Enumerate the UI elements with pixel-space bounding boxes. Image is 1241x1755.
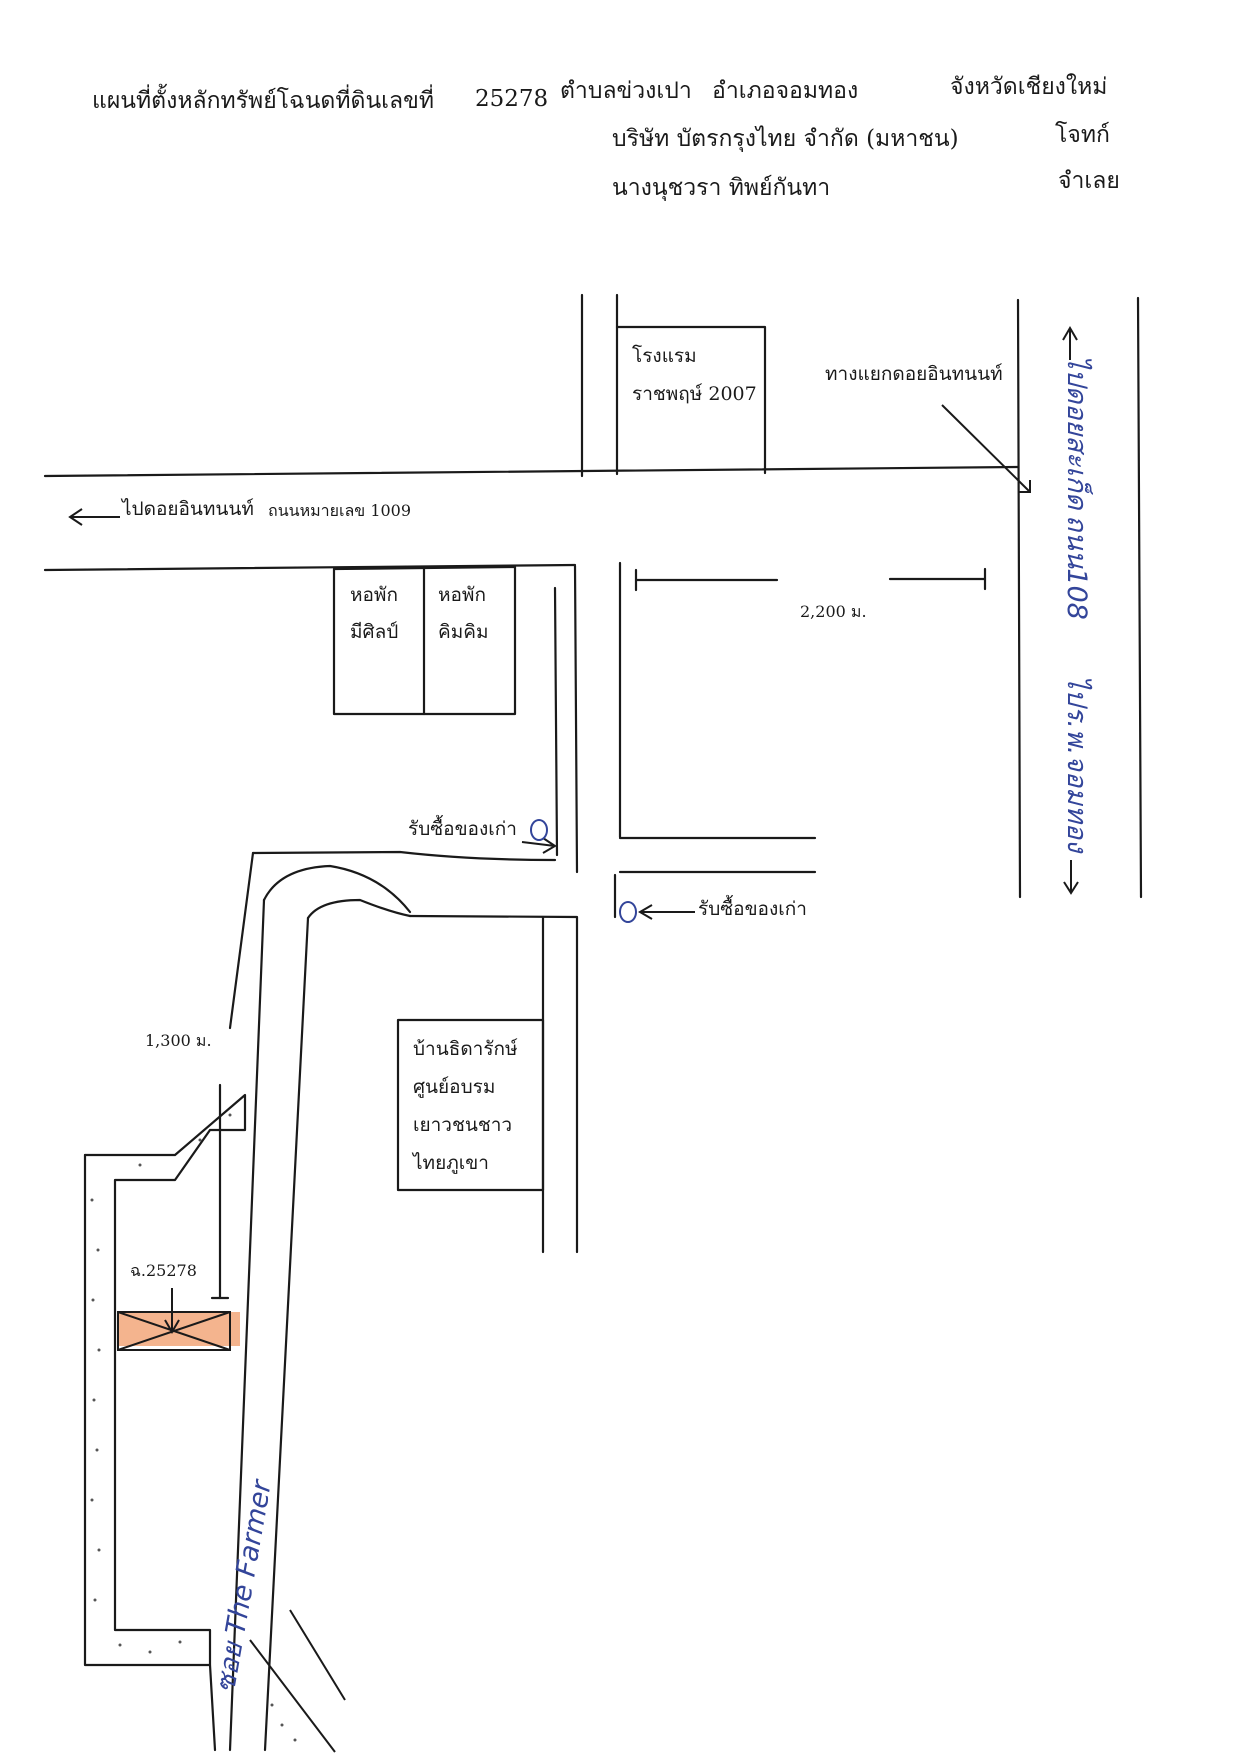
hw108-south-label: ไปร.พ.จอมทอง xyxy=(1061,675,1092,853)
foundation-label-4: ไทยภูเขา xyxy=(413,1152,489,1174)
arrows xyxy=(68,326,1079,1334)
foundation-label-2: ศูนย์อบรม xyxy=(413,1076,496,1098)
road-1009-south-edge xyxy=(43,563,577,572)
road-1009-label: ถนนหมายเลข 1009 xyxy=(268,501,412,520)
lane-curve-2 xyxy=(306,898,412,920)
parcel-outer xyxy=(83,1153,212,1667)
title: แผนที่ตั้งหลักทรัพย์โฉนดที่ดินเลขที่ xyxy=(92,88,435,114)
foundation-building xyxy=(396,1018,545,1192)
foundation-label-1: บ้านธิดารักษ์ xyxy=(413,1038,518,1060)
hotel-label-1: โรงแรม xyxy=(632,345,697,367)
lane-inner-curve xyxy=(228,851,255,1030)
district: อำเภอจอมทอง xyxy=(712,78,859,104)
inner-lane xyxy=(553,586,559,857)
distance-1300: 1,300 ม. xyxy=(145,1031,212,1050)
junk-shop-left-label: รับซื้อของเก่า xyxy=(408,818,517,840)
defendant-role: จำเลย xyxy=(1058,168,1120,194)
junction-label: ทางแยกดอยอินทนนท์ xyxy=(825,363,1003,385)
hw108-name-label: ถนน108 xyxy=(1061,515,1092,620)
province: จังหวัดเชียงใหม่ xyxy=(950,74,1108,100)
deed-marker-label: ฉ.25278 xyxy=(130,1261,197,1280)
lane-south-edge xyxy=(408,914,579,1254)
arrow-deed-pointer xyxy=(164,1288,180,1334)
deed-parcel-box xyxy=(117,1311,231,1351)
central-road-west-edge xyxy=(573,564,579,874)
dorm2-label-2: คิมคิม xyxy=(438,621,489,643)
lane-curve xyxy=(262,864,412,914)
distance-2200: 2,200 ม. xyxy=(800,602,867,621)
highway-108-east-edge xyxy=(1136,296,1143,899)
hw108-north-label: ไปดอยสะเก็ด xyxy=(1061,355,1092,510)
plaintiff-name: บริษัท บัตรกรุงไทย จำกัด (มหาชน) xyxy=(612,126,959,152)
dorm1-label-2: มีศิลป์ xyxy=(350,621,399,643)
subdistrict: ตำบลข่วงเปา xyxy=(560,78,692,104)
road-1009-north-edge xyxy=(43,465,1020,478)
arrow-north-hw108 xyxy=(1062,326,1078,360)
junk-shop-right-label: รับซื้อของเก่า xyxy=(698,898,807,920)
hotel-label-2: ราชพฤษ์ 2007 xyxy=(632,383,757,405)
defendant-name: นางนุชวรา ทิพย์กันทา xyxy=(612,175,831,201)
arrow-junk-left xyxy=(521,837,557,854)
parcel-texture xyxy=(90,1113,297,1742)
arrow-to-doi-inthanon xyxy=(68,508,120,526)
arrow-junction xyxy=(941,404,1031,493)
dimension-2200-line xyxy=(634,577,987,582)
arrow-junk-right xyxy=(638,904,695,920)
soi-farmer-west-edge xyxy=(228,898,266,1752)
spur-road xyxy=(249,1609,346,1753)
dorm-building xyxy=(332,565,517,716)
dorm2-label-1: หอพัก xyxy=(438,584,486,606)
junk-shop-markers xyxy=(530,819,637,923)
parcel-boundary xyxy=(83,1093,247,1752)
arrow-south-hw108 xyxy=(1063,860,1079,895)
hotel-block xyxy=(615,325,767,475)
plaintiff-role: โจทก์ xyxy=(1055,122,1110,148)
lane-north-edge xyxy=(251,850,557,862)
foundation-label-3: เยาวชนชาว xyxy=(413,1114,513,1136)
soi-farmer-east-edge xyxy=(263,916,310,1752)
highway-108-west-edge xyxy=(1016,298,1022,899)
dorm1-label-1: หอพัก xyxy=(350,584,398,606)
deed-number: 25278 xyxy=(475,86,549,112)
to-doi-inthanon-label: ไปดอยอินทนนท์ xyxy=(122,498,254,520)
